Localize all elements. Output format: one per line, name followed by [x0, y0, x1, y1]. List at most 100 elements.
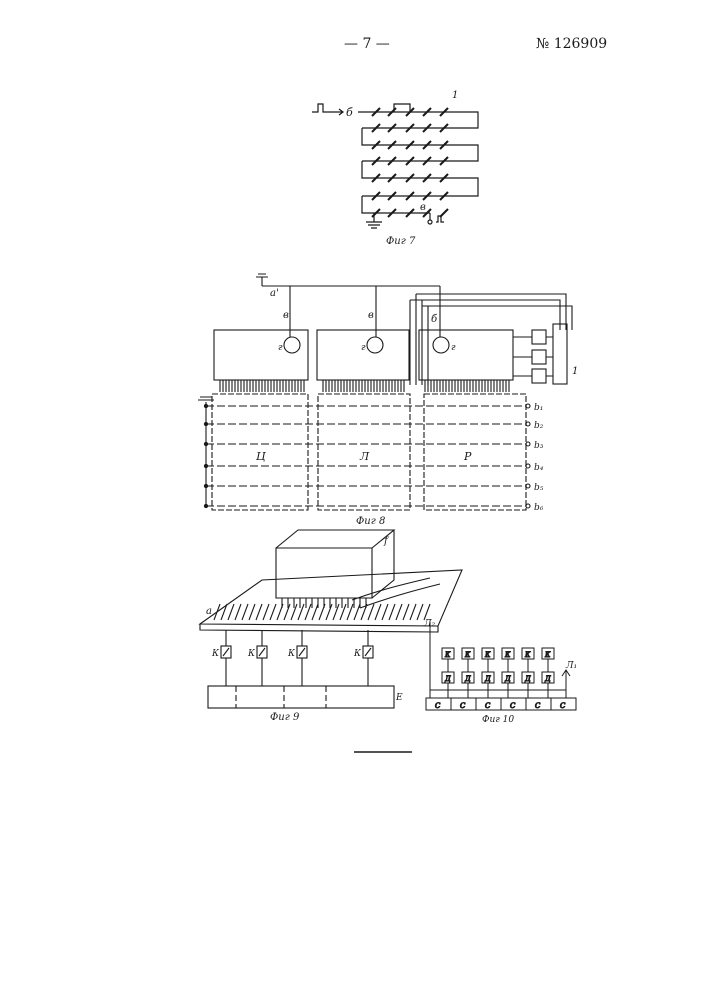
board-contact — [396, 604, 402, 620]
k-box-label: К — [504, 651, 511, 659]
board-contact — [417, 604, 423, 620]
fig8-label-a: а' — [270, 288, 279, 299]
grid-top-loop — [394, 104, 410, 112]
output-label: b₅ — [534, 483, 544, 493]
ring-feeds — [290, 300, 440, 337]
k-box-label: К — [444, 651, 451, 659]
fig8-ground — [256, 274, 268, 286]
block-right — [424, 394, 526, 510]
output-terminal — [526, 442, 530, 446]
bus-node — [204, 484, 207, 487]
switch-blade — [365, 648, 371, 656]
board-contact — [263, 604, 269, 620]
board-contact — [284, 604, 290, 620]
k-box-label: К — [524, 651, 531, 659]
k-box-label: К — [484, 651, 491, 659]
switch-labels: КККК — [211, 649, 362, 659]
fig8-block-left: Ц — [256, 450, 266, 463]
fig7-output-label: в — [420, 202, 426, 213]
input-arrow — [330, 109, 343, 115]
fig9-caption: Фиг 9 — [270, 712, 300, 723]
output-terminal — [526, 422, 530, 426]
board-contact — [424, 604, 430, 620]
figure-10: КДКДКДКДКДКДСССССС — [424, 622, 576, 710]
contact-combs — [220, 380, 509, 392]
fig8-output-labels: b₁b₂b₃b₄b₅b₆ — [534, 403, 544, 513]
board-contact — [298, 604, 304, 620]
board-contact — [228, 604, 234, 620]
grid-row-3 — [362, 161, 478, 196]
bus-node — [204, 422, 207, 425]
grid-row-2 — [362, 128, 478, 161]
side-box-links — [513, 337, 553, 376]
fig8-top-bus — [262, 286, 440, 300]
board-contact — [389, 604, 395, 620]
fig8-right-wiring — [410, 294, 572, 385]
d-box-label: Д — [464, 675, 471, 683]
output-terminal — [526, 504, 530, 508]
output-label: b₆ — [534, 503, 544, 513]
ground-symbol — [366, 222, 382, 228]
fig8-caption: Фиг 8 — [356, 516, 385, 527]
k-box-label: К — [464, 651, 471, 659]
fig7-input-label: б — [346, 106, 353, 119]
fig8-ring-2: г — [361, 343, 366, 353]
board-contact — [277, 604, 283, 620]
bus-node — [204, 504, 207, 507]
output-terminal — [428, 220, 432, 224]
fig10-label-right: Л₁ — [565, 661, 577, 671]
fig10-caption: Фиг 10 — [482, 715, 514, 725]
fig8-input-2: в — [368, 310, 374, 321]
board-contact — [410, 604, 416, 620]
switch-blade — [223, 648, 229, 656]
core-mark — [440, 209, 448, 217]
fig9-ref-box: f — [383, 536, 390, 547]
board-contact — [249, 604, 255, 620]
figure-8 — [198, 274, 572, 510]
base-dividers — [236, 686, 326, 708]
fig8-block-mid: Л — [359, 450, 370, 463]
side-box-2 — [532, 350, 546, 364]
switch-label: К — [353, 649, 362, 659]
fig8-input-1: в — [283, 310, 289, 321]
board-contact — [403, 604, 409, 620]
core-matrix — [372, 108, 448, 217]
switch-label: К — [287, 649, 296, 659]
d-box-label: Д — [444, 675, 451, 683]
output-label: b₂ — [534, 421, 544, 431]
output-terminal — [526, 484, 530, 488]
fig8-ring-3: г — [451, 343, 456, 353]
board-contact — [319, 604, 325, 620]
input-pulse — [312, 104, 330, 112]
fig8-input-3: б — [431, 314, 438, 325]
side-rail — [553, 324, 567, 384]
output-label: b₃ — [534, 441, 544, 451]
board-contact — [375, 604, 381, 620]
board-contact — [340, 604, 346, 620]
fig7-caption: Фиг 7 — [386, 236, 416, 247]
fig7-ref-label: 1 — [452, 90, 458, 101]
board-contact — [270, 604, 276, 620]
board-contact — [214, 604, 220, 620]
c-cell-label: С — [435, 702, 441, 710]
bus-node — [204, 464, 207, 467]
relay-box-front — [276, 548, 372, 598]
bus-node — [204, 442, 207, 445]
output-label: b₁ — [534, 403, 543, 413]
board-contact — [326, 604, 332, 620]
fig8-block-right: Р — [463, 450, 472, 463]
board-contact — [312, 604, 318, 620]
fig10-elements: КДКДКДКДКДКДСССССС — [424, 648, 566, 710]
board-contact — [256, 604, 262, 620]
c-cell-label: С — [560, 702, 566, 710]
switch-label: К — [247, 649, 256, 659]
cabinet-mid — [317, 330, 409, 380]
side-box-3 — [532, 369, 546, 383]
board-slot — [352, 578, 430, 600]
ring-right — [433, 337, 449, 353]
d-box-label: Д — [524, 675, 531, 683]
c-cell-label: С — [460, 702, 466, 710]
figure-9 — [200, 530, 462, 708]
fig8-ref-right: 1 — [572, 366, 578, 377]
